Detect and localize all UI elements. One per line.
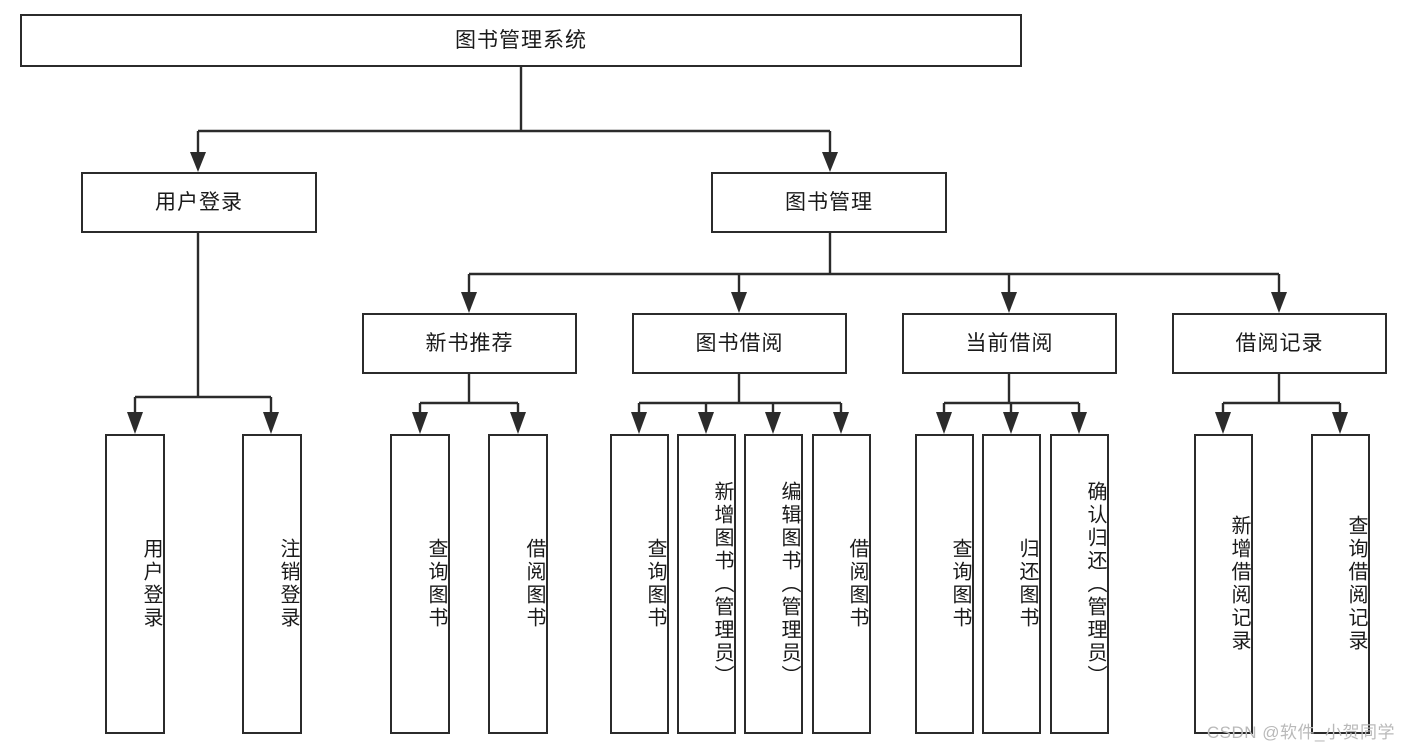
node-label: 图书管理系统 (455, 28, 587, 52)
node-label: 新增图书（管理员） (711, 480, 733, 688)
leaf-book-borrow-borrow-book[interactable]: 借阅图书 (812, 434, 871, 734)
node-label: 图书借阅 (695, 331, 784, 355)
node-borrow-record[interactable]: 借阅记录 (1172, 313, 1387, 374)
leaf-book-borrow-query-book[interactable]: 查询图书 (610, 434, 669, 734)
node-label: 确认归还（管理员） (1084, 480, 1106, 688)
node-label: 用户登录 (155, 190, 243, 214)
node-label: 查询图书 (949, 538, 971, 630)
node-current-borrow[interactable]: 当前借阅 (902, 313, 1117, 374)
leaf-current-borrow-query-book[interactable]: 查询图书 (915, 434, 974, 734)
node-root-book-management-system[interactable]: 图书管理系统 (20, 14, 1022, 67)
node-label: 当前借阅 (965, 331, 1054, 355)
node-book-borrow[interactable]: 图书借阅 (632, 313, 847, 374)
node-label: 用户登录 (140, 538, 162, 630)
leaf-borrow-record-add-record[interactable]: 新增借阅记录 (1194, 434, 1253, 734)
leaf-new-book-borrow-book[interactable]: 借阅图书 (488, 434, 548, 734)
node-label: 归还图书 (1016, 538, 1038, 630)
leaf-book-borrow-edit-book-admin[interactable]: 编辑图书（管理员） (744, 434, 803, 734)
node-label: 新书推荐 (425, 331, 514, 355)
leaf-borrow-record-query-record[interactable]: 查询借阅记录 (1311, 434, 1370, 734)
leaf-new-book-query-book[interactable]: 查询图书 (390, 434, 450, 734)
node-label: 借阅图书 (523, 538, 545, 630)
leaf-book-borrow-add-book-admin[interactable]: 新增图书（管理员） (677, 434, 736, 734)
node-user-login[interactable]: 用户登录 (81, 172, 317, 233)
leaf-current-borrow-confirm-return-admin[interactable]: 确认归还（管理员） (1050, 434, 1109, 734)
watermark: CSDN @软件_小贺同学 (1206, 723, 1395, 742)
node-label: 查询图书 (644, 538, 666, 630)
leaf-current-borrow-return-book[interactable]: 归还图书 (982, 434, 1041, 734)
node-label: 借阅记录 (1235, 331, 1324, 355)
node-book-management[interactable]: 图书管理 (711, 172, 947, 233)
node-label: 编辑图书（管理员） (778, 480, 800, 688)
node-new-book-recommend[interactable]: 新书推荐 (362, 313, 577, 374)
node-label: 借阅图书 (846, 538, 868, 630)
leaf-user-login-logout[interactable]: 注销登录 (242, 434, 302, 734)
node-label: 新增借阅记录 (1228, 515, 1250, 653)
node-label: 注销登录 (277, 538, 299, 630)
node-label: 查询借阅记录 (1345, 515, 1367, 653)
node-label: 图书管理 (785, 190, 873, 214)
leaf-user-login-login[interactable]: 用户登录 (105, 434, 165, 734)
node-label: 查询图书 (425, 538, 447, 630)
